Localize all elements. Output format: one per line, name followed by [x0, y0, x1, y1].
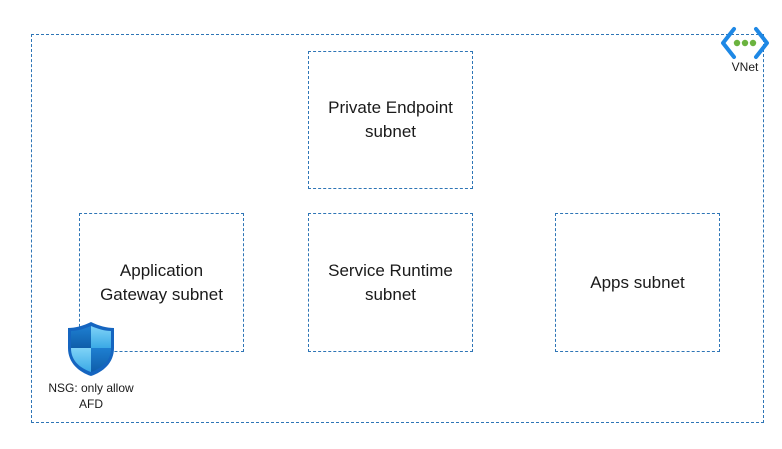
service-runtime-subnet: Service Runtime subnet	[308, 213, 473, 352]
vnet-icon	[721, 27, 769, 59]
private-endpoint-subnet: Private Endpoint subnet	[308, 51, 473, 189]
shield-icon	[68, 322, 114, 376]
apps-subnet-label: Apps subnet	[590, 272, 685, 292]
application-gateway-subnet: Application Gateway subnet	[79, 213, 244, 352]
vnet-boundary	[31, 34, 764, 423]
application-gateway-subnet-label: Application Gateway subnet	[100, 260, 223, 304]
private-endpoint-subnet-label: Private Endpoint subnet	[328, 98, 453, 141]
nsg-label: NSG: only allow AFD	[48, 381, 134, 411]
service-runtime-subnet-label: Service Runtime subnet	[328, 260, 453, 304]
apps-subnet: Apps subnet	[555, 213, 720, 352]
vnet-label: VNet	[731, 60, 759, 74]
